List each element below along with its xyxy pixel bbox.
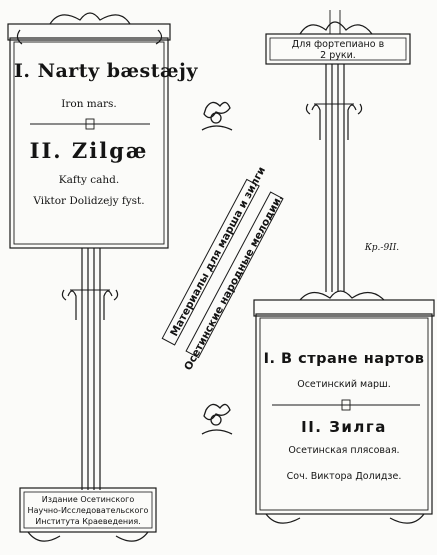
left-subtitle-2: Kafty cahd. [58,174,120,186]
left-plate-line-2: Научно-Исследовательского [27,506,149,515]
right-top-line-1: Для фортепиано в [291,39,385,50]
right-composer: Соч. Виктора Долидзе. [286,471,402,482]
right-subtitle-1: Осетинский марш. [297,379,391,390]
right-top-line-2: 2 руки. [320,50,356,61]
right-subtitle-2: Осетинская плясовая. [288,445,400,456]
left-subtitle-1: Iron mars. [61,98,117,110]
ornament-bottom-flower [203,403,231,421]
left-panel-frame [9,37,169,249]
left-plate-line-1: Издание Осетинского [41,495,135,504]
right-title-1: I. В стране нартов [263,351,425,367]
left-title-1: I. Narty bæstæjy [14,60,198,82]
left-composer: Viktor Dolidzejy fyst. [33,195,145,207]
left-plate-line-3: Института Краеведения. [35,517,141,526]
left-title-2: II. Zilgæ [29,138,149,163]
right-title-2: II. Зилга [301,418,387,436]
ornament-top-flower [203,101,231,119]
right-panel-frame [255,313,433,515]
artist-signature: Кр.-9II. [364,243,400,253]
left-bottom-plate-frame [19,487,157,533]
